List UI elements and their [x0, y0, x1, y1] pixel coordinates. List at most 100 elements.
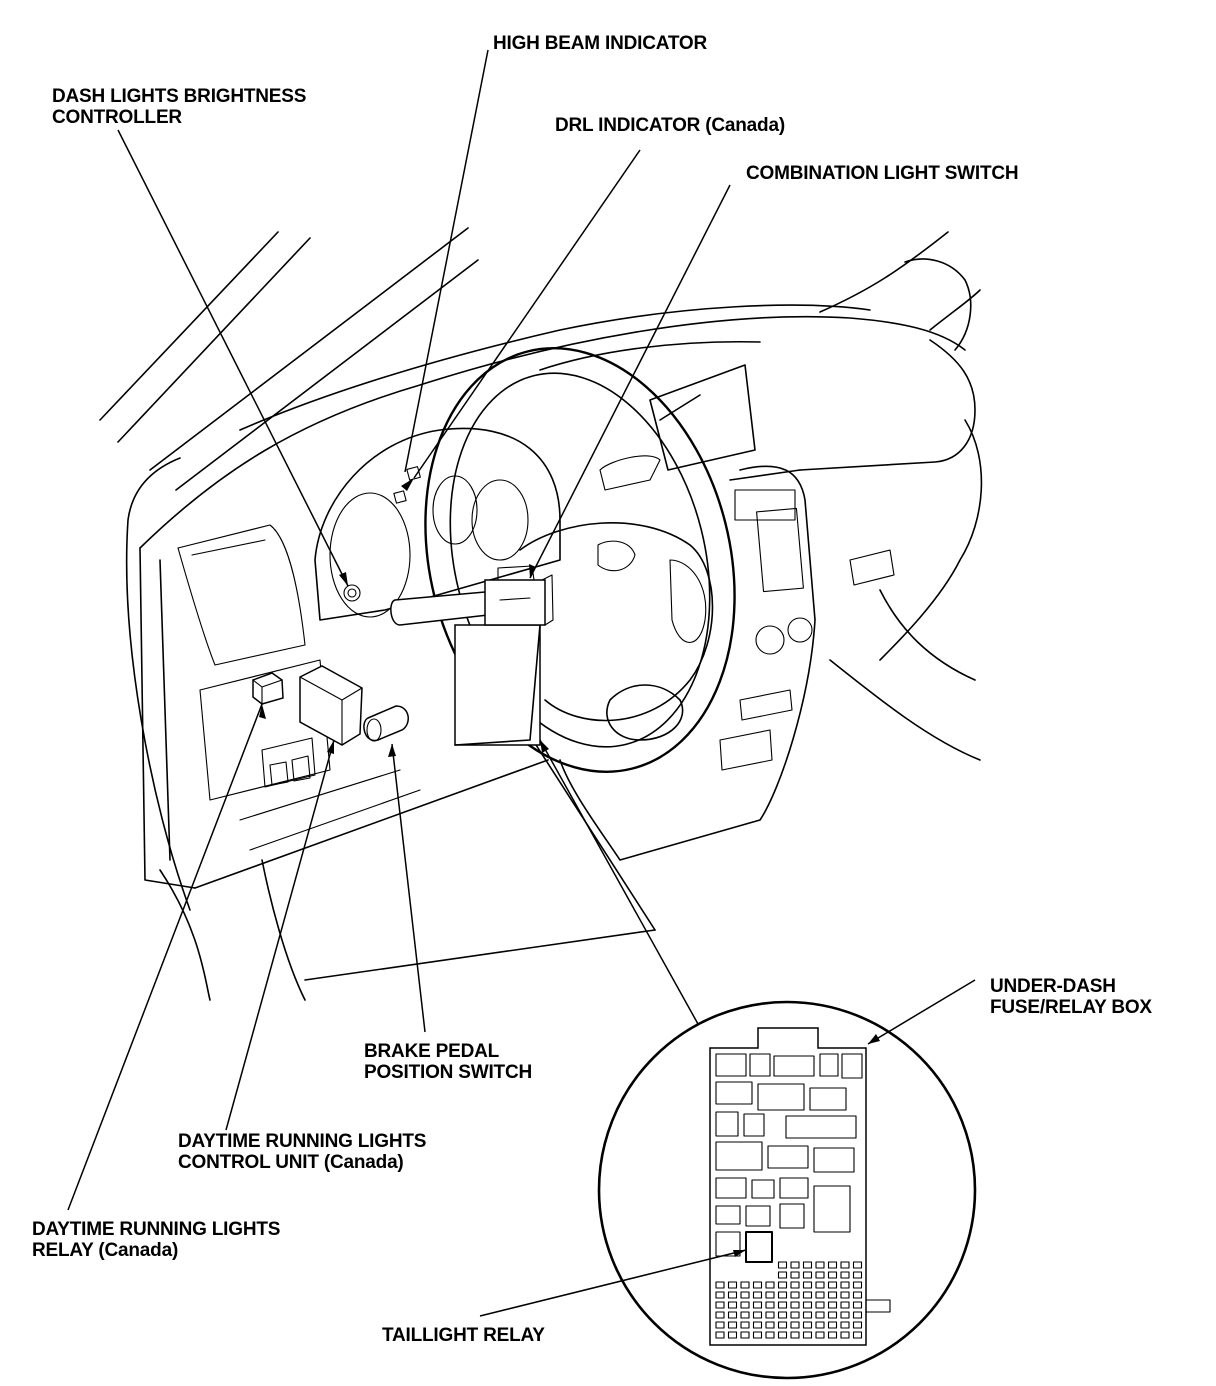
fuse-slot — [852, 1281, 863, 1289]
fuse-slot — [777, 1281, 788, 1289]
fuse-slot — [790, 1291, 800, 1299]
fuse-slot — [727, 1281, 738, 1289]
fuse-slot — [765, 1301, 775, 1309]
fuse-slot — [715, 1301, 725, 1309]
fuse-slot — [777, 1331, 788, 1339]
fuse-slot — [802, 1301, 813, 1309]
label-line: DRL INDICATOR (Canada) — [555, 115, 785, 136]
fuse-slot — [815, 1291, 825, 1299]
center-console — [559, 455, 895, 861]
instrument-cluster — [314, 427, 561, 621]
label-line: CONTROLLER — [52, 107, 182, 128]
drl-relay-part — [252, 672, 284, 705]
label-under-dash-fuse-relay-box: UNDER-DASH FUSE/RELAY BOX — [990, 976, 1152, 1018]
fuse-slot — [827, 1311, 838, 1319]
fuse-slot — [727, 1311, 738, 1319]
fuse-slot — [840, 1311, 850, 1319]
fuse-slot — [752, 1321, 763, 1329]
fuse-slot — [727, 1301, 738, 1309]
fuse-slot — [740, 1291, 750, 1299]
fuse-slot — [740, 1321, 750, 1329]
fuse-slot — [740, 1281, 750, 1289]
label-brake-pedal-position-switch: BRAKE PEDAL POSITION SWITCH — [364, 1041, 532, 1083]
label-line: DAYTIME RUNNING LIGHTS — [32, 1219, 281, 1240]
label-taillight-relay: TAILLIGHT RELAY — [382, 1325, 545, 1346]
label-line: RELAY (Canada) — [32, 1240, 179, 1261]
fuse-slot — [727, 1331, 738, 1339]
fuse-slot — [815, 1261, 825, 1269]
fuse-slot — [740, 1301, 750, 1309]
fuse-slot — [790, 1271, 800, 1279]
left-dash-panel — [177, 524, 421, 851]
steering-wheel — [424, 347, 736, 773]
fuse-slot — [752, 1281, 763, 1289]
fuse-slot — [852, 1301, 863, 1309]
label-combination-light-switch: COMBINATION LIGHT SWITCH — [746, 163, 1019, 184]
fuse-slot — [790, 1321, 800, 1329]
fuse-slot — [715, 1311, 725, 1319]
fuse-slot — [777, 1301, 788, 1309]
label-dash-lights-brightness-controller: DASH LIGHTS BRIGHTNESS CONTROLLER — [52, 86, 306, 128]
fuse-slot — [777, 1291, 788, 1299]
label-line: CONTROL UNIT (Canada) — [178, 1152, 404, 1173]
label-line: HIGH BEAM INDICATOR — [493, 33, 707, 54]
fuse-slot — [815, 1271, 825, 1279]
fuse-slot — [840, 1321, 850, 1329]
fuse-slot — [765, 1291, 775, 1299]
fuse-slot — [802, 1311, 813, 1319]
fuse-slot — [815, 1331, 825, 1339]
fuse-slot — [752, 1311, 763, 1319]
drl-control-unit-part — [299, 665, 363, 746]
label-line: DAYTIME RUNNING LIGHTS — [178, 1131, 427, 1152]
fuse-slot — [727, 1321, 738, 1329]
label-drl-indicator: DRL INDICATOR (Canada) — [555, 115, 785, 136]
fuse-slot — [765, 1311, 775, 1319]
fuse-slot — [752, 1291, 763, 1299]
fuse-slot — [852, 1311, 863, 1319]
label-line: UNDER-DASH — [990, 976, 1116, 997]
fuse-slot — [815, 1321, 825, 1329]
fuse-slot — [777, 1261, 788, 1269]
fuse-slot — [765, 1281, 775, 1289]
fuse-slot — [852, 1271, 863, 1279]
fuse-slot — [852, 1321, 863, 1329]
fuse-slot — [790, 1261, 800, 1269]
fuse-slot — [715, 1331, 725, 1339]
label-drl-relay: DAYTIME RUNNING LIGHTS RELAY (Canada) — [32, 1219, 280, 1261]
fuse-slot — [802, 1261, 813, 1269]
fuse-slot — [852, 1291, 863, 1299]
label-line: FUSE/RELAY BOX — [990, 997, 1152, 1018]
fuse-slot — [765, 1321, 775, 1329]
leader-lines — [67, 49, 976, 1317]
fuse-slot — [815, 1311, 825, 1319]
fuse-slot — [790, 1331, 800, 1339]
fuse-slot — [852, 1261, 863, 1269]
fuse-relay-box-inset — [597, 1000, 977, 1380]
fuse-slot — [790, 1281, 800, 1289]
fuse-slot — [765, 1331, 775, 1339]
dashboard-outline — [139, 231, 983, 889]
fuse-slot — [802, 1321, 813, 1329]
fuse-slot — [827, 1261, 838, 1269]
fuse-slot — [802, 1281, 813, 1289]
label-line: TAILLIGHT RELAY — [382, 1325, 545, 1346]
fuse-slot — [777, 1271, 788, 1279]
fuse-slot — [815, 1301, 825, 1309]
fuse-slot — [777, 1311, 788, 1319]
fuse-slot — [840, 1301, 850, 1309]
fuse-slot — [790, 1311, 800, 1319]
fuse-slot — [802, 1291, 813, 1299]
fuse-slot — [840, 1261, 850, 1269]
fuse-slot — [777, 1321, 788, 1329]
fuse-slot — [715, 1321, 725, 1329]
label-line: COMBINATION LIGHT SWITCH — [746, 163, 1019, 184]
fuse-slot — [740, 1331, 750, 1339]
label-line: BRAKE PEDAL — [364, 1041, 500, 1062]
fuse-slot — [752, 1301, 763, 1309]
fuse-slot — [790, 1301, 800, 1309]
leader-arrowheads — [259, 478, 880, 1257]
brake-switch-part — [363, 705, 409, 742]
fuse-slot — [852, 1331, 863, 1339]
